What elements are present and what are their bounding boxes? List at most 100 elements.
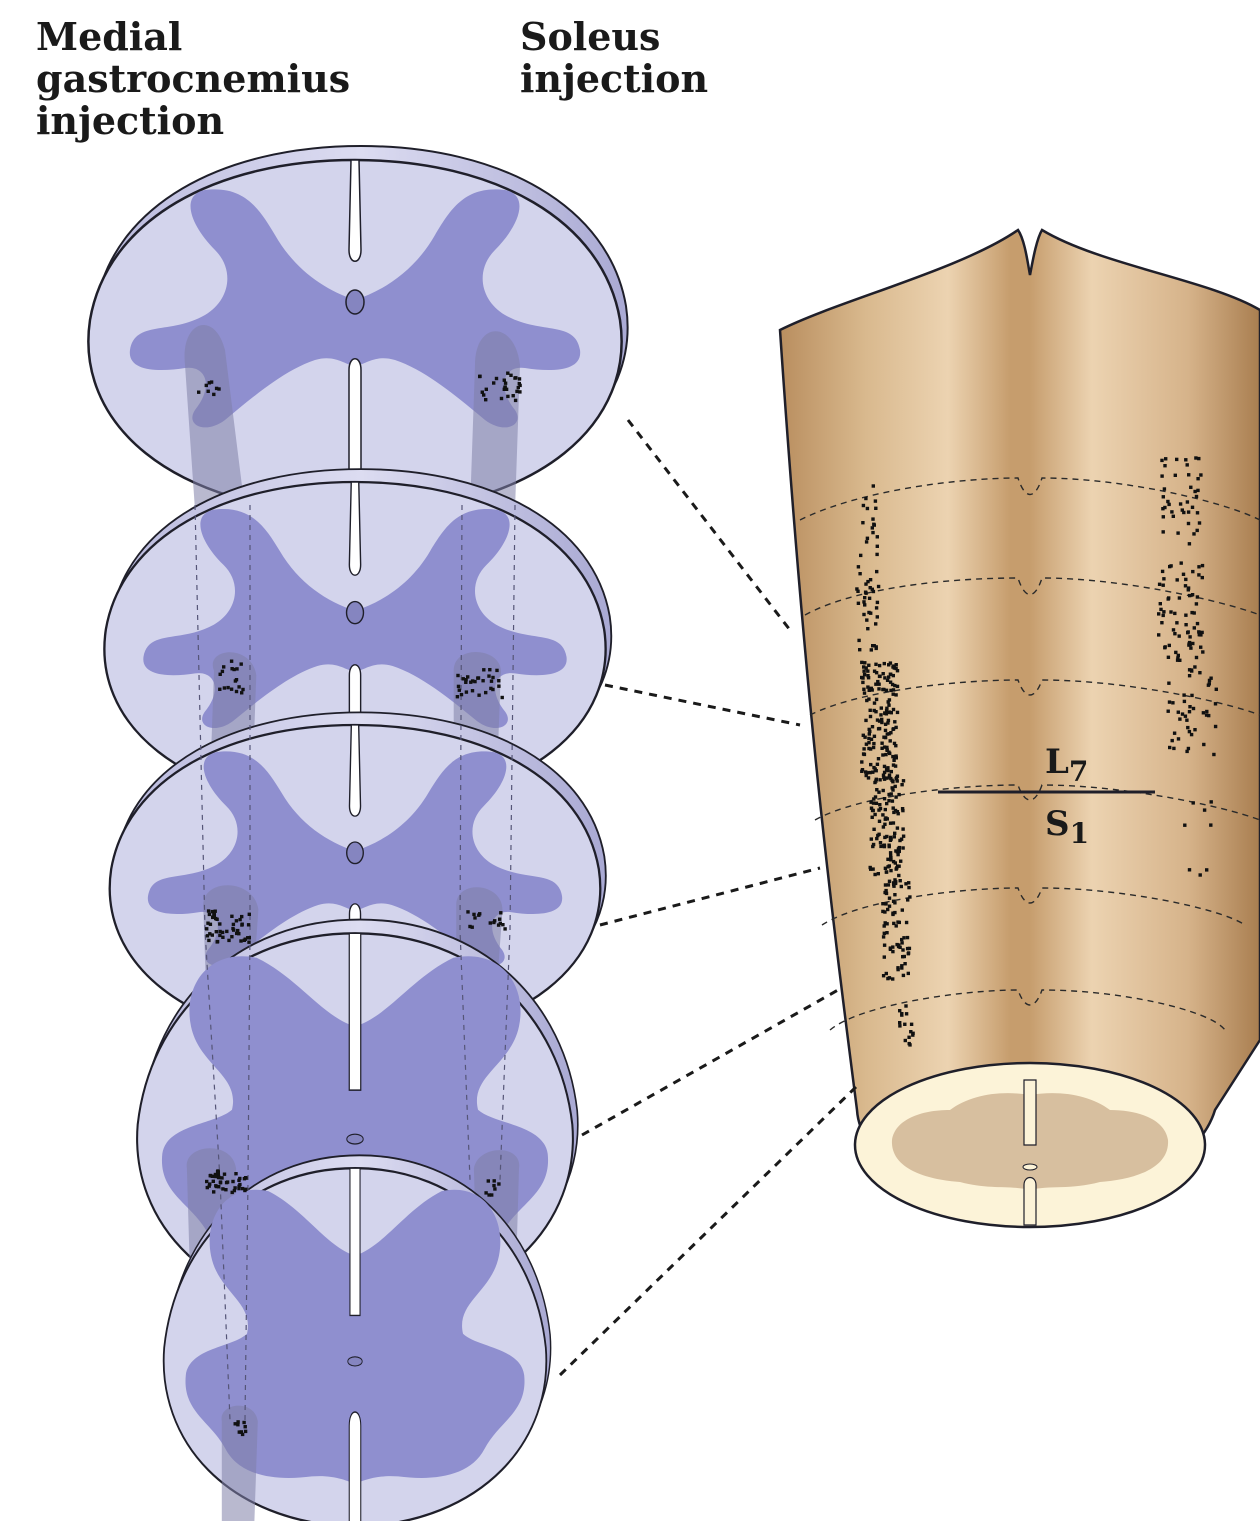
motoneuron-dot: [894, 785, 897, 788]
motoneuron-dot: [896, 853, 899, 856]
motoneuron-dot: [892, 922, 895, 925]
motoneuron-dot: [904, 1039, 907, 1042]
motoneuron-dot: [1184, 623, 1187, 626]
motoneuron-dot: [907, 886, 910, 889]
motoneuron-dot: [240, 691, 243, 694]
motoneuron-dot: [221, 936, 224, 939]
motoneuron-dot: [897, 865, 900, 868]
motoneuron-dot: [1205, 868, 1208, 871]
motoneuron-dot: [896, 711, 899, 714]
motoneuron-dot: [205, 1180, 208, 1183]
motoneuron-dot: [240, 915, 243, 918]
motoneuron-dot: [1169, 564, 1172, 567]
motoneuron-dot: [207, 939, 210, 942]
motoneuron-dot: [862, 504, 865, 507]
motoneuron-dot: [492, 1184, 495, 1187]
motoneuron-dot: [860, 661, 863, 664]
motoneuron-dot: [869, 709, 872, 712]
motoneuron-dot: [888, 897, 891, 900]
motoneuron-dot: [1176, 659, 1179, 662]
motoneuron-dot: [1186, 631, 1189, 634]
motoneuron-dot: [894, 849, 897, 852]
motoneuron-dot: [872, 484, 875, 487]
motoneuron-dot: [866, 627, 869, 630]
motoneuron-dot: [1186, 463, 1189, 466]
motoneuron-dot: [886, 732, 889, 735]
motoneuron-dot: [879, 841, 882, 844]
motoneuron-dot: [1176, 578, 1179, 581]
motoneuron-dot: [1205, 713, 1208, 716]
motoneuron-dot: [865, 618, 868, 621]
motoneuron-dot: [1167, 710, 1170, 713]
motoneuron-dot: [889, 739, 892, 742]
motoneuron-dot: [889, 946, 892, 949]
motoneuron-dot: [212, 1180, 215, 1183]
motoneuron-dot: [882, 789, 885, 792]
motoneuron-dot: [891, 665, 894, 668]
motoneuron-dot: [219, 1181, 222, 1184]
motoneuron-dot: [244, 1425, 247, 1428]
motoneuron-dot: [892, 821, 895, 824]
motoneuron-dot: [504, 382, 507, 385]
motoneuron-dot: [865, 699, 868, 702]
motoneuron-dot: [881, 902, 884, 905]
motoneuron-dot: [861, 521, 864, 524]
motoneuron-dot: [880, 742, 883, 745]
motoneuron-dot: [1184, 614, 1187, 617]
motoneuron-dot: [858, 572, 861, 575]
motoneuron-dot: [1191, 570, 1194, 573]
motoneuron-dot: [885, 802, 888, 805]
motoneuron-dot: [238, 1183, 241, 1186]
motoneuron-dot: [466, 675, 469, 678]
motoneuron-dot: [875, 647, 878, 650]
motoneuron-dot: [247, 941, 250, 944]
motoneuron-dot: [472, 913, 475, 916]
motoneuron-dot: [874, 507, 877, 510]
motoneuron-dot: [1193, 611, 1196, 614]
motoneuron-dot: [1209, 677, 1212, 680]
motoneuron-dot: [493, 1179, 496, 1182]
motoneuron-dot: [1172, 628, 1175, 631]
motoneuron-dot: [1188, 635, 1191, 638]
motoneuron-dot: [873, 813, 876, 816]
motoneuron-dot: [863, 691, 866, 694]
motoneuron-dot: [900, 783, 903, 786]
motoneuron-dot: [1196, 511, 1199, 514]
motoneuron-dot: [471, 679, 474, 682]
motoneuron-dot: [896, 826, 899, 829]
motoneuron-dot: [875, 698, 878, 701]
motoneuron-dot: [509, 374, 512, 377]
motoneuron-dot: [863, 603, 866, 606]
motoneuron-dot: [498, 918, 501, 921]
motoneuron-dot: [893, 893, 896, 896]
motoneuron-dot: [898, 1009, 901, 1012]
motoneuron-dot: [887, 844, 890, 847]
motoneuron-dot: [889, 851, 892, 854]
motoneuron-dot: [900, 941, 903, 944]
motoneuron-dot: [895, 663, 898, 666]
motoneuron-dot: [900, 966, 903, 969]
motoneuron-dot: [887, 704, 890, 707]
motoneuron-dot: [874, 622, 877, 625]
motoneuron-dot: [863, 736, 866, 739]
motoneuron-dot: [1177, 654, 1180, 657]
motoneuron-dot: [212, 913, 215, 916]
motoneuron-dot: [863, 596, 866, 599]
motoneuron-dot: [1195, 656, 1198, 659]
motoneuron-dot: [1190, 733, 1193, 736]
motoneuron-dot: [1187, 522, 1190, 525]
motoneuron-dot: [891, 799, 894, 802]
motoneuron-dot: [864, 497, 867, 500]
motoneuron-dot: [1196, 595, 1199, 598]
motoneuron-dot: [888, 698, 891, 701]
motoneuron-dot: [495, 377, 498, 380]
motoneuron-dot: [484, 398, 487, 401]
motoneuron-dot: [882, 844, 885, 847]
motoneuron-dot: [884, 808, 887, 811]
motoneuron-dot: [1188, 710, 1191, 713]
motoneuron-dot: [881, 688, 884, 691]
motoneuron-dot: [885, 922, 888, 925]
motoneuron-dot: [860, 676, 863, 679]
motoneuron-dot: [1187, 473, 1190, 476]
motoneuron-dot: [900, 1013, 903, 1016]
